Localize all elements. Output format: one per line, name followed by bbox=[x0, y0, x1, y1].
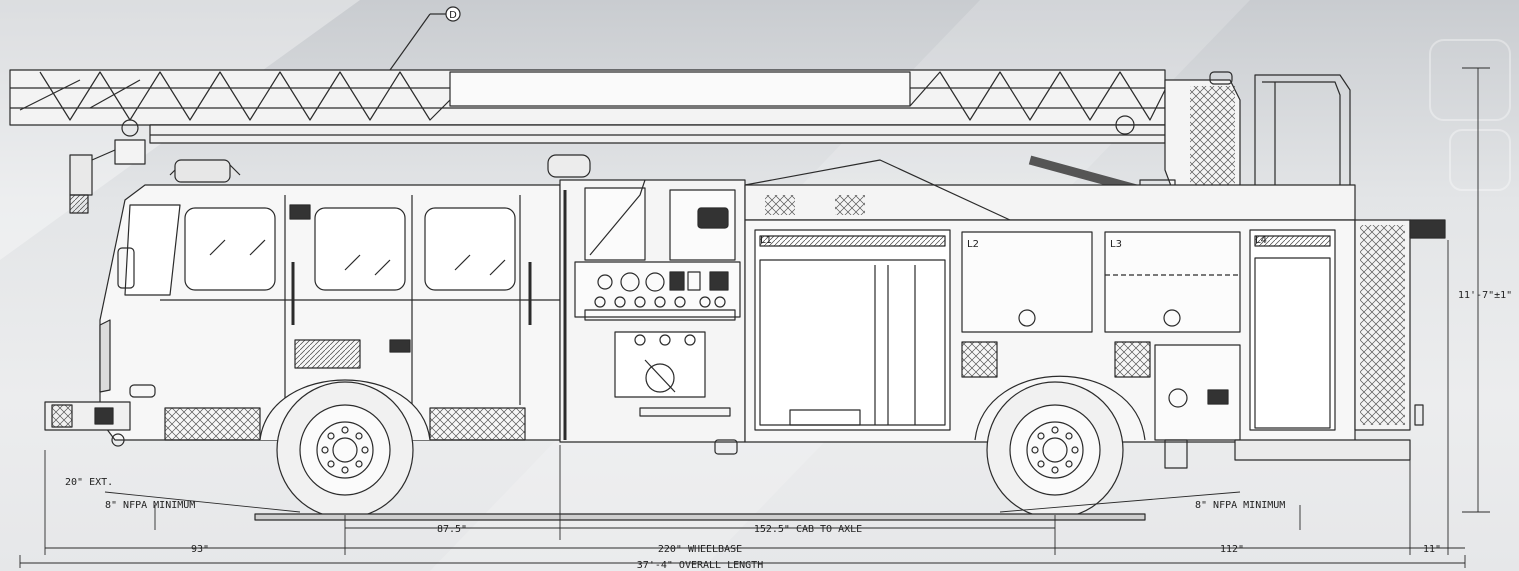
front-axle-to-cab-dimension: 87.5" bbox=[437, 524, 467, 535]
cab bbox=[44, 159, 561, 447]
label-l4: L4 bbox=[1255, 235, 1267, 246]
body bbox=[744, 159, 1446, 469]
rear-ext-dimension: 11" bbox=[1423, 544, 1441, 555]
front-ext-dimension: 20" EXT. bbox=[65, 477, 113, 488]
overall-length-dimension: 37'-4" OVERALL LENGTH bbox=[637, 560, 763, 571]
aerial-ladder bbox=[9, 69, 1166, 214]
wheelbase-dimension: 220" WHEELBASE bbox=[658, 544, 742, 555]
rear-overhang-dimension: 112" bbox=[1220, 544, 1244, 555]
callout-d bbox=[389, 6, 461, 71]
front-nfpa-dimension: 8" NFPA MINIMUM bbox=[105, 500, 195, 511]
label-l2: L2 bbox=[967, 239, 979, 250]
label-l1: L1 bbox=[760, 235, 772, 246]
pump-panel bbox=[547, 154, 746, 455]
callout-label: D bbox=[449, 10, 457, 21]
height-dimension: 11'-7"±1" bbox=[1458, 290, 1512, 301]
rear-nfpa-dimension: 8" NFPA MINIMUM bbox=[1195, 500, 1285, 511]
front-wheel bbox=[276, 381, 414, 519]
compartment-labels: L1 L2 L3 L4 bbox=[760, 235, 1267, 250]
dimension-labels: 11'-7"±1" 20" EXT. 8" NFPA MINIMUM 8" NF… bbox=[65, 290, 1512, 571]
cab-to-axle-dimension: 152.5" CAB TO AXLE bbox=[754, 524, 862, 535]
front-overhang-dimension: 93" bbox=[191, 544, 209, 555]
dimension-lines bbox=[19, 67, 1490, 568]
ground-line bbox=[254, 513, 1146, 521]
label-l3: L3 bbox=[1110, 239, 1122, 250]
rear-wheel bbox=[986, 381, 1124, 519]
